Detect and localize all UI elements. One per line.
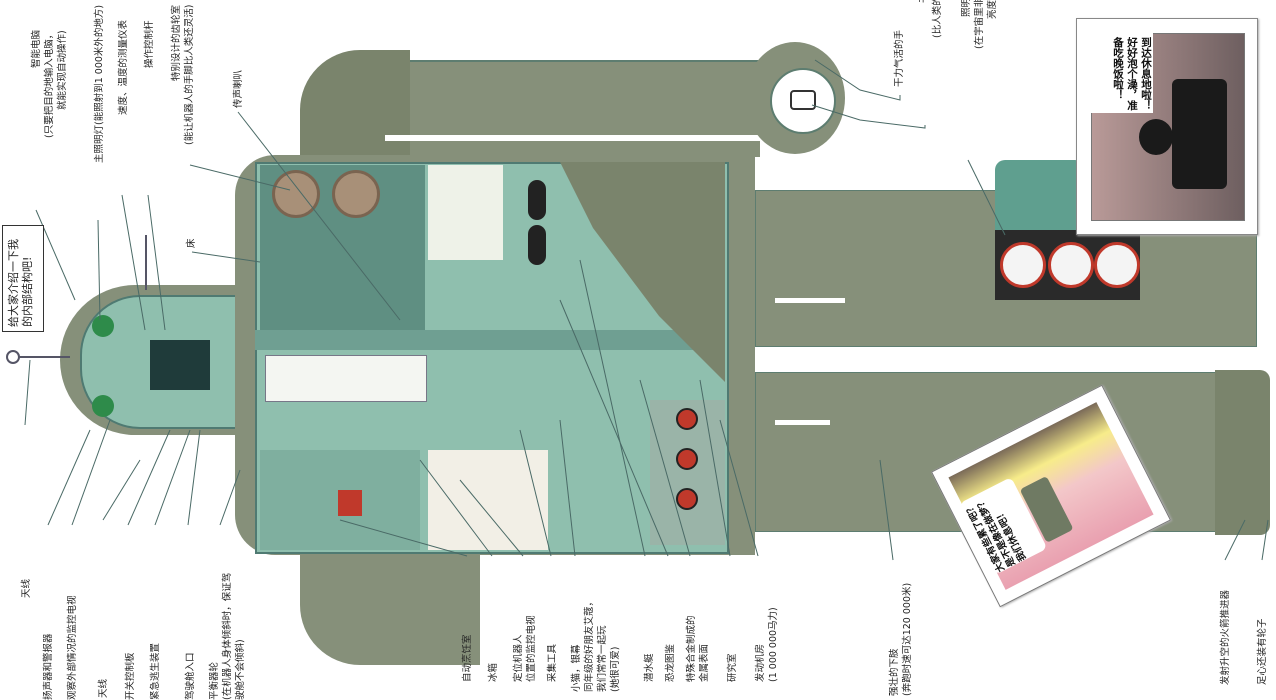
label-collect-tools: 采集工具 bbox=[547, 643, 558, 682]
label-balance-wheel: 平衡器轮 (在机器人身体倾斜时，保证驾 驶舱不会倾斜) bbox=[209, 572, 246, 700]
label-antenna-1: 天线 bbox=[21, 578, 32, 598]
label-cockpit-entrance: 驾驶舱入口 bbox=[185, 652, 196, 700]
label-submarine: 潜水艇 bbox=[644, 653, 655, 682]
label-fridge: 冰箱 bbox=[488, 662, 499, 682]
lower-arm bbox=[300, 555, 480, 665]
label-strong-legs: 强壮的下肢 (奔跑时速可达120 000米) bbox=[889, 582, 913, 696]
foot-light-icon bbox=[1000, 242, 1046, 288]
label-monitor-outside: 观察外部情况的监控电视 bbox=[67, 595, 78, 700]
antenna-tip-icon bbox=[6, 350, 20, 364]
dino-book-room bbox=[428, 165, 503, 260]
foot-light-icon bbox=[1094, 242, 1140, 288]
upper-arm bbox=[370, 60, 760, 157]
comic-bubble bbox=[1091, 33, 1153, 113]
label-dino-book: 恐龙图鉴 bbox=[665, 643, 676, 682]
corridor bbox=[255, 330, 725, 350]
label-locator-tv: 定位机器人 位置的监控电视 bbox=[513, 615, 537, 682]
foot-light-icon bbox=[1048, 242, 1094, 288]
cooking-pot-icon bbox=[338, 490, 362, 516]
fine-hand-icon bbox=[790, 90, 816, 110]
kitten-room bbox=[428, 450, 548, 550]
label-fine-hand: 干细活的手 (比人类的手还灵活) bbox=[918, 0, 944, 125]
gear-icon bbox=[272, 170, 320, 218]
label-antenna-2: 天线 bbox=[98, 678, 109, 698]
engine-dial-icon bbox=[676, 408, 698, 430]
label-control-lever: 操作控制杆 bbox=[144, 20, 155, 68]
gear-icon bbox=[332, 170, 380, 218]
comic-top-text: 到达休息地啦！好好泡个澡，准备吃晚饭啦！ bbox=[1112, 37, 1152, 111]
label-escape-device: 紧急逃生装置 bbox=[150, 642, 161, 700]
label-kitchen: 自动烹饪室 bbox=[462, 634, 473, 682]
main-light-icon bbox=[92, 395, 114, 417]
label-switch-panel: 开关控制板 bbox=[125, 652, 136, 700]
foot-rocket bbox=[1215, 370, 1270, 535]
label-speaker-horn: 传声喇叭 bbox=[233, 70, 244, 109]
label-lab: 研究室 bbox=[727, 653, 738, 682]
upper-shoulder-joint bbox=[300, 50, 410, 160]
fridge bbox=[265, 355, 427, 402]
label-alloy-surface: 特殊合金制成的 金属表面 bbox=[686, 615, 710, 682]
comic-panel-top: 到达休息地啦！好好泡个澡，准备吃晚饭啦！ bbox=[1076, 18, 1258, 235]
engine-dial-icon bbox=[676, 448, 698, 470]
label-speaker-alarm: 扬声器和警报器 bbox=[43, 633, 54, 700]
robot-silhouette-head bbox=[1139, 119, 1173, 155]
submarine-icon bbox=[528, 180, 546, 220]
label-bed: 床 bbox=[186, 238, 197, 248]
engine-dial-icon bbox=[676, 488, 698, 510]
head-antenna bbox=[10, 356, 70, 358]
label-foot-light: 照明用的脚灯 (在宇宙里非常有用， 亮度9 000瓦) bbox=[961, 0, 998, 50]
label-power-hand: 干力气活的手 bbox=[894, 30, 905, 88]
robot-silhouette bbox=[1172, 79, 1227, 189]
smart-computer-screen bbox=[150, 340, 210, 390]
top-antenna bbox=[145, 235, 147, 290]
leg-highlight bbox=[775, 420, 830, 425]
label-wheels: 足心还装有轮子 bbox=[1257, 618, 1268, 685]
label-kitten: 小猫，银幕 同年级的好朋友艾蔻， 我们常常一起玩 (她很可爱) bbox=[571, 596, 621, 692]
control-panel bbox=[260, 225, 425, 330]
label-gear-room: 特别设计的齿轮室 (能让机器人的手脚比人类还灵活) bbox=[171, 5, 195, 146]
arm-highlight bbox=[385, 135, 760, 141]
foot-block bbox=[995, 160, 1085, 240]
submarine-icon bbox=[528, 225, 546, 265]
leg-highlight bbox=[775, 298, 845, 303]
label-gauges: 速度、温度的测量仪表 bbox=[118, 20, 129, 116]
main-light-icon bbox=[92, 315, 114, 337]
label-smart-computer: 智能电脑 (只要把目的地输入电脑， 就能实现自动操作) bbox=[31, 30, 68, 139]
intro-text: 给大家介绍一下我的内部结构吧! bbox=[7, 239, 34, 327]
label-engine-room: 发动机房 (1 000 000马力) bbox=[755, 607, 779, 682]
intro-speech-bubble: 给大家介绍一下我的内部结构吧! bbox=[2, 225, 44, 332]
label-rocket: 发射升空的火箭推进器 bbox=[1220, 589, 1231, 685]
label-main-light: 主照明灯(能照射到1 000米外的地方) bbox=[94, 5, 105, 164]
